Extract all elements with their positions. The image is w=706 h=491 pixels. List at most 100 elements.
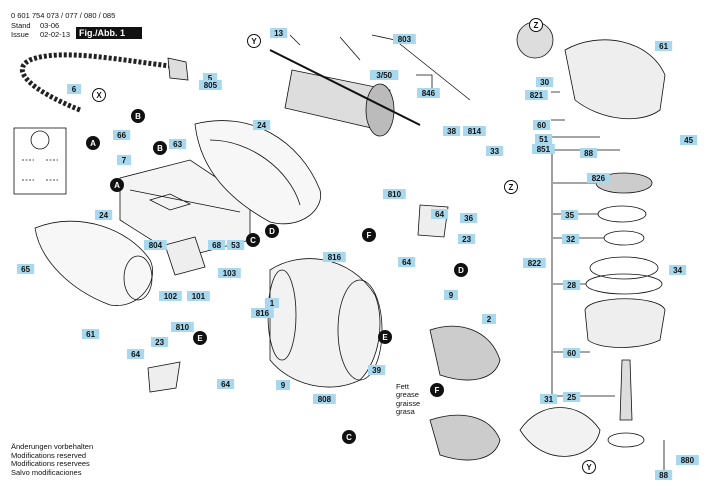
retaining-ring-34-drawing <box>589 256 659 280</box>
part-label-box <box>217 379 235 389</box>
part-label-n51: 51 <box>535 134 553 144</box>
part-label-text: 61 <box>86 330 95 339</box>
part-label-box <box>533 120 551 130</box>
part-label-box <box>276 380 290 390</box>
switch-schematic <box>13 127 67 195</box>
part-label-text: 64 <box>131 350 140 359</box>
grease-de: Fett <box>396 382 409 391</box>
part-label-box <box>540 394 558 404</box>
callout-circle <box>246 233 260 247</box>
callout-y2: Y <box>582 460 596 474</box>
part-label-n38: 38 <box>443 126 461 136</box>
part-label-box <box>208 240 226 250</box>
part-label-n25: 25 <box>563 392 581 402</box>
part-label-box <box>523 258 546 268</box>
part-label-text: 45 <box>684 136 693 145</box>
part-label-text: 68 <box>212 241 221 250</box>
part-label-box <box>655 470 673 480</box>
callout-letter: X <box>96 91 102 100</box>
part-label-text: 60 <box>537 121 546 130</box>
part-label-box <box>368 365 386 375</box>
callout-letter: Z <box>509 183 514 192</box>
part-label-text: 9 <box>449 291 454 300</box>
grease-en: grease <box>396 390 419 400</box>
callout-circle <box>247 34 261 48</box>
part-label-text: 1 <box>270 299 275 308</box>
callout-z1: Z <box>529 18 543 32</box>
part-label-box <box>199 80 222 90</box>
part-label-n34: 34 <box>669 265 687 275</box>
part-label-text: 803 <box>398 35 412 44</box>
callout-circle <box>92 88 106 102</box>
callout-y1: Y <box>247 34 261 48</box>
part-label-box <box>17 264 35 274</box>
part-label-text: 3/50 <box>376 71 392 80</box>
field-winding-drawing <box>429 326 501 381</box>
part-label-n45: 45 <box>680 135 698 145</box>
part-label-text: 816 <box>256 309 270 318</box>
part-label-box <box>680 135 698 145</box>
part-label-text: 804 <box>149 241 163 250</box>
part-label-n33: 33 <box>486 146 504 156</box>
bearing-35-drawing <box>597 205 647 223</box>
part-label-n88b: 88 <box>655 470 673 480</box>
part-label-n816b: 816 <box>251 308 274 318</box>
issue-label: Issue <box>11 30 29 39</box>
part-label-box <box>117 155 131 165</box>
callout-z2: Z <box>504 180 518 194</box>
callout-a2: A <box>110 178 124 192</box>
part-label-box <box>253 120 271 130</box>
part-label-n64c: 64 <box>127 349 145 359</box>
part-label-box <box>655 41 673 51</box>
modification-notice: Änderungen vorbehalten Modifications res… <box>11 442 93 477</box>
part-label-n9a: 9 <box>444 290 458 300</box>
part-label-box <box>525 90 548 100</box>
part-label-text: 64 <box>402 258 411 267</box>
bearing-32-drawing <box>603 230 645 246</box>
callout-circle <box>110 178 124 192</box>
part-label-box <box>187 291 210 301</box>
callout-circle <box>504 180 518 194</box>
callout-circle <box>131 109 145 123</box>
part-label-n880: 880 <box>676 455 699 465</box>
part-label-box <box>113 130 131 140</box>
part-label-n1: 1 <box>265 298 279 308</box>
part-label-n5: 5 <box>203 73 217 83</box>
part-label-box <box>144 240 167 250</box>
callout-e1: E <box>193 331 207 345</box>
callout-d2: D <box>454 263 468 277</box>
part-label-text: 6 <box>72 85 77 94</box>
part-label-text: 64 <box>435 210 444 219</box>
part-label-text: 36 <box>464 214 473 223</box>
part-label-n2: 2 <box>482 314 496 324</box>
part-label-box <box>562 234 580 244</box>
part-label-n24b: 24 <box>95 210 113 220</box>
part-label-text: 28 <box>567 281 576 290</box>
part-label-n64a: 64 <box>431 209 449 219</box>
part-label-box <box>460 213 478 223</box>
part-label-box <box>443 126 461 136</box>
part-label-text: 821 <box>530 91 544 100</box>
issue-value: 02-02-13 <box>40 30 71 39</box>
part-label-n60b: 60 <box>563 348 581 358</box>
part-label-box <box>482 314 496 324</box>
part-label-n61a: 61 <box>655 41 673 51</box>
part-label-text: 814 <box>468 127 482 136</box>
callout-c1: C <box>246 233 260 247</box>
callout-circle <box>582 460 596 474</box>
part-label-n24a: 24 <box>253 120 271 130</box>
part-label-n7: 7 <box>117 155 131 165</box>
part-label-box <box>561 210 579 220</box>
callout-a1: A <box>86 136 100 150</box>
part-label-text: 39 <box>372 366 381 375</box>
part-label-box <box>563 348 581 358</box>
callout-b2: B <box>153 141 167 155</box>
part-label-box <box>398 257 416 267</box>
part-label-n101: 101 <box>187 291 210 301</box>
part-label-n808: 808 <box>313 394 336 404</box>
housing-half-lower-drawing <box>34 220 153 306</box>
part-label-text: 102 <box>164 292 178 301</box>
